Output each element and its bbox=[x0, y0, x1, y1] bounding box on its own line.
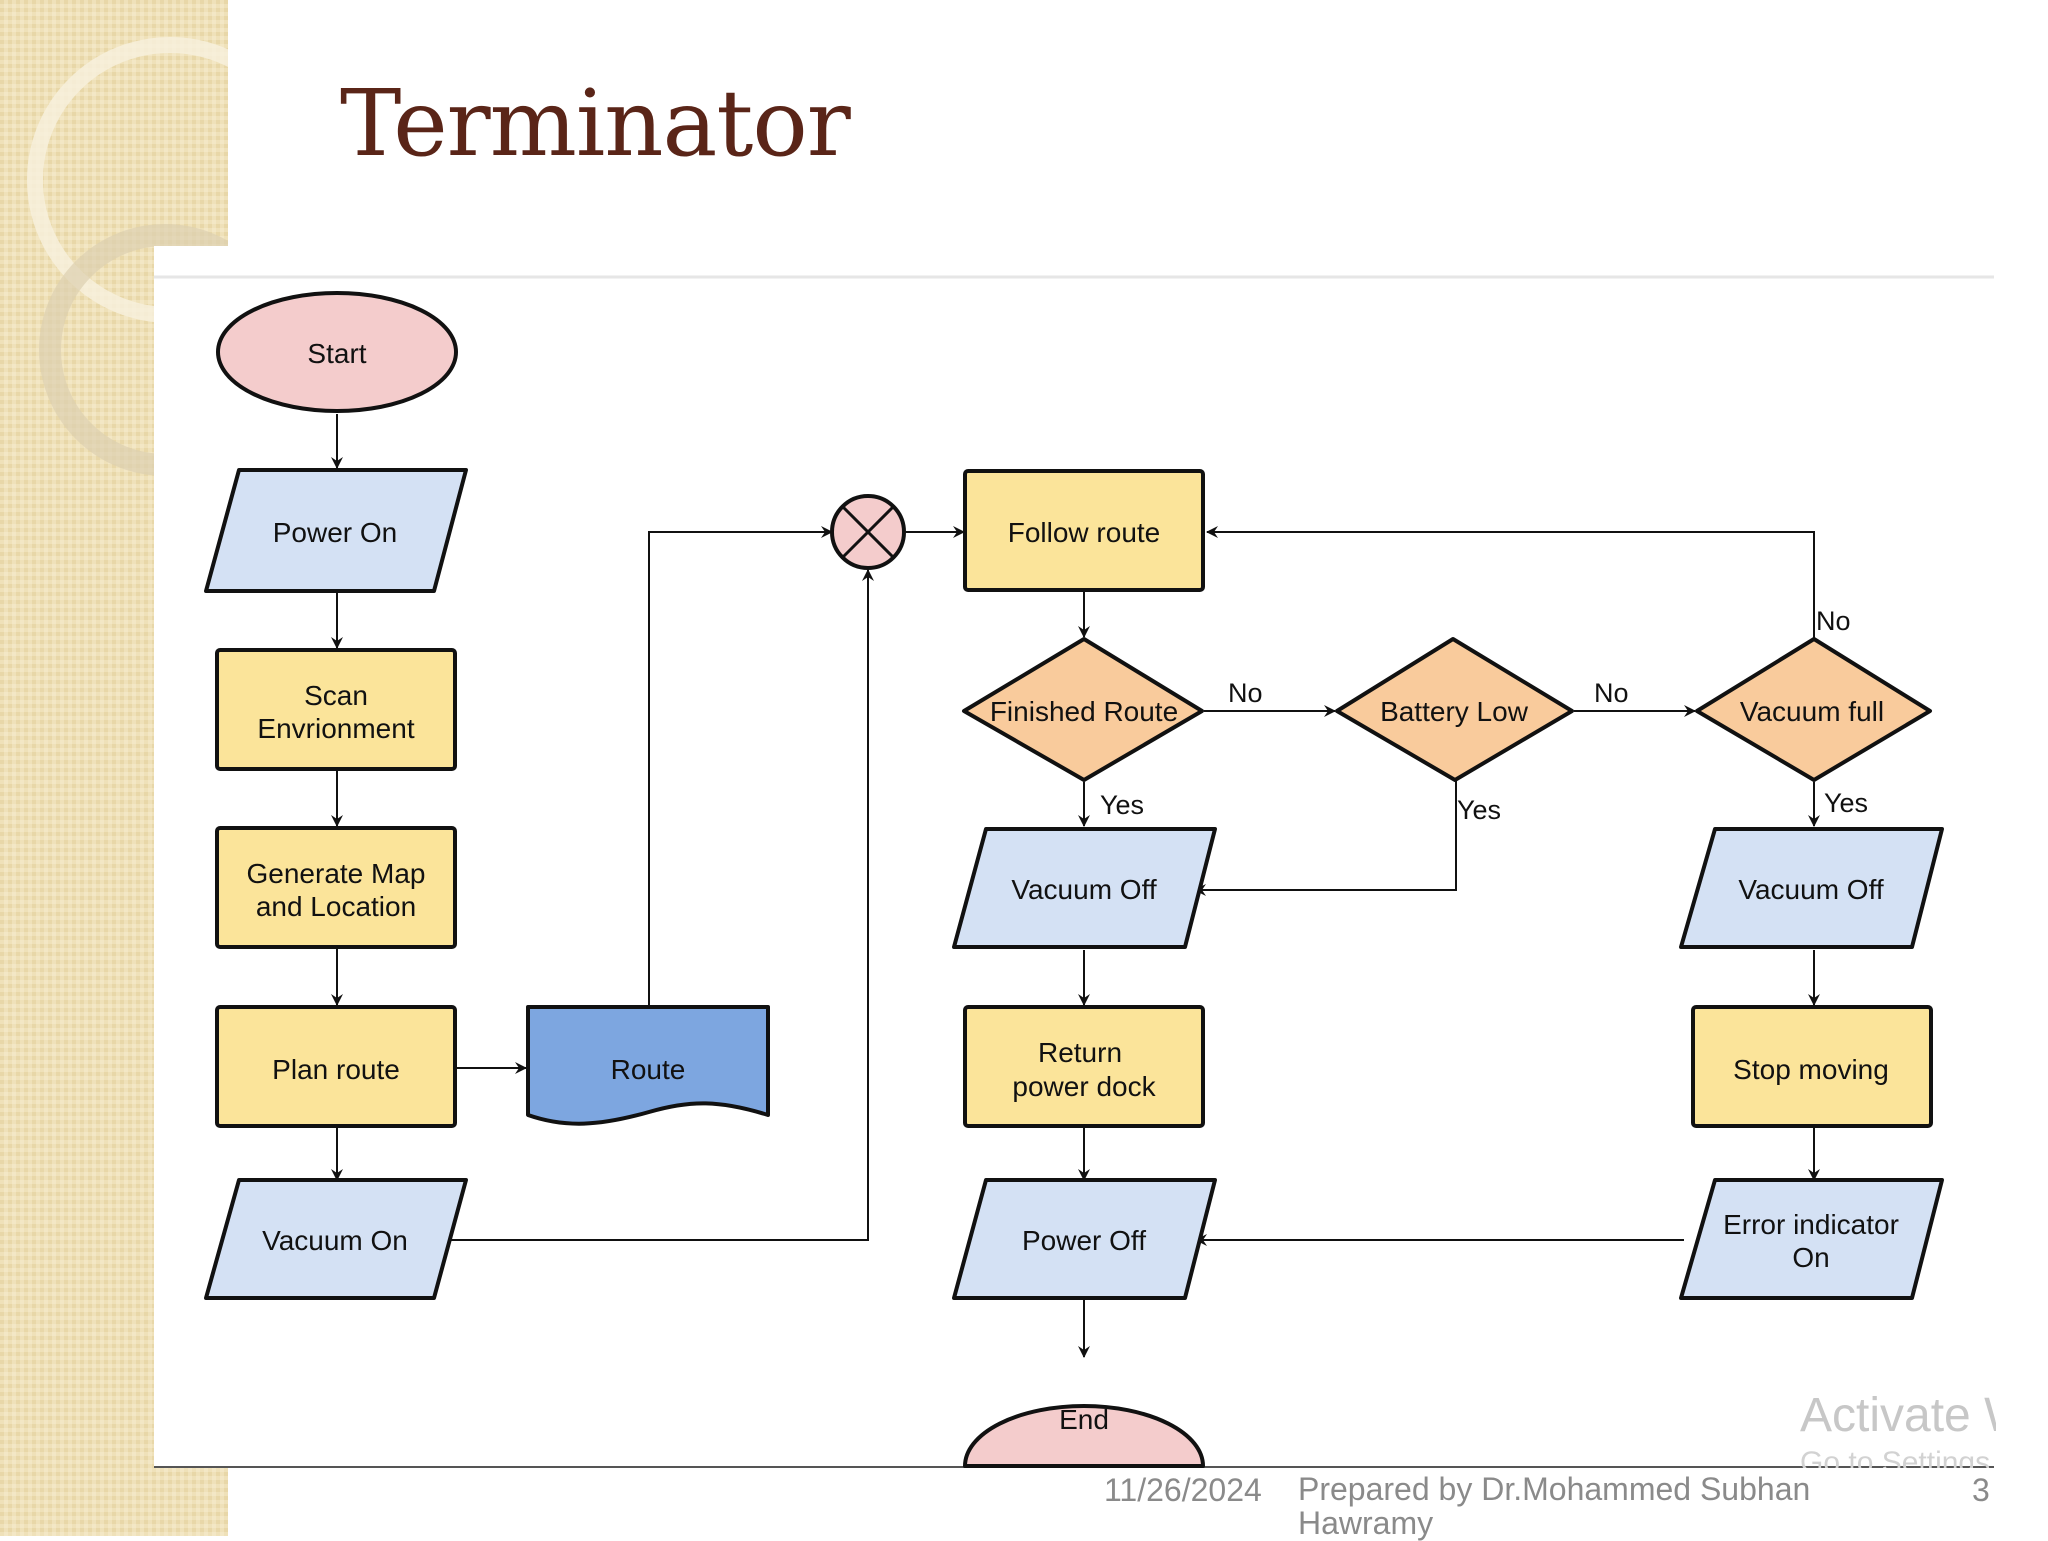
label-error-line1: Error indicator bbox=[1723, 1209, 1899, 1240]
merge-junction-cross-b bbox=[841, 505, 895, 559]
node-vacuum-full bbox=[1695, 637, 1932, 782]
footer-page-number: 3 bbox=[1972, 1472, 1990, 1508]
label-vacuum-on: Vacuum On bbox=[262, 1225, 408, 1256]
node-vacuum-on bbox=[204, 1178, 468, 1300]
node-start bbox=[216, 291, 458, 413]
edge-vacuumon-merge bbox=[444, 569, 874, 1241]
label-route: Route bbox=[611, 1054, 686, 1085]
node-return-power-dock bbox=[963, 1005, 1205, 1128]
activate-windows-watermark: Activate Windows bbox=[1800, 1389, 1996, 1442]
label-finished-route: Finished Route bbox=[990, 696, 1178, 727]
node-battery-low bbox=[1335, 637, 1574, 782]
edge-label-battery-no: No bbox=[1594, 678, 1629, 708]
label-scan-line2: Envrionment bbox=[257, 713, 414, 744]
label-vacuum-full: Vacuum full bbox=[1740, 696, 1884, 727]
label-error-line2: On bbox=[1792, 1242, 1829, 1273]
node-end bbox=[963, 1404, 1205, 1468]
label-genmap-line2: and Location bbox=[256, 891, 416, 922]
footer-author: Prepared by Dr.Mohammed Subhan Hawramy bbox=[1298, 1471, 1811, 1541]
label-power-on: Power On bbox=[273, 517, 398, 548]
label-return-line2: power dock bbox=[1012, 1071, 1156, 1102]
label-vacuum-off-2: Vacuum Off bbox=[1738, 874, 1883, 905]
node-plan-route bbox=[215, 1005, 457, 1128]
node-follow-route bbox=[963, 469, 1205, 592]
label-end: End bbox=[1059, 1404, 1109, 1435]
node-finished-route bbox=[962, 637, 1204, 782]
slide-title: Terminator bbox=[340, 70, 851, 177]
label-follow-route: Follow route bbox=[1008, 517, 1161, 548]
node-vacuum-off-1 bbox=[952, 827, 1217, 949]
node-scan-environment bbox=[215, 648, 457, 771]
label-power-off: Power Off bbox=[1022, 1225, 1146, 1256]
node-generate-map bbox=[215, 826, 457, 949]
label-scan-line1: Scan bbox=[304, 680, 368, 711]
label-plan-route: Plan route bbox=[272, 1054, 400, 1085]
edge-label-vacuum-no: No bbox=[1816, 606, 1851, 636]
label-return-line1: Return bbox=[1038, 1037, 1122, 1068]
node-route-document bbox=[526, 1005, 770, 1126]
edge-battery-yes bbox=[1194, 781, 1457, 896]
edge-vacuumfull-no bbox=[1206, 526, 1815, 639]
label-battery-low: Battery Low bbox=[1380, 696, 1529, 727]
label-genmap-line1: Generate Map bbox=[247, 858, 426, 889]
activate-windows-subtext: Go to Settings to activate Windows. bbox=[1800, 1446, 1996, 1468]
edge-label-vacuum-yes: Yes bbox=[1824, 788, 1868, 818]
edge-label-finished-no: No bbox=[1228, 678, 1263, 708]
node-stop-moving bbox=[1691, 1005, 1933, 1128]
label-stop-moving: Stop moving bbox=[1733, 1054, 1889, 1085]
edge-label-finished-yes: Yes bbox=[1100, 790, 1144, 820]
node-vacuum-off-2 bbox=[1679, 827, 1944, 949]
footer-date: 11/26/2024 bbox=[1104, 1472, 1262, 1508]
connectors bbox=[331, 414, 1820, 1358]
node-power-on bbox=[204, 468, 468, 593]
label-vacuum-off-1: Vacuum Off bbox=[1011, 874, 1156, 905]
node-error-indicator bbox=[1679, 1178, 1944, 1300]
node-power-off bbox=[952, 1178, 1217, 1300]
label-start: Start bbox=[307, 338, 366, 369]
edge-label-battery-yes: Yes bbox=[1457, 795, 1501, 825]
edge-route-merge bbox=[648, 526, 833, 1006]
